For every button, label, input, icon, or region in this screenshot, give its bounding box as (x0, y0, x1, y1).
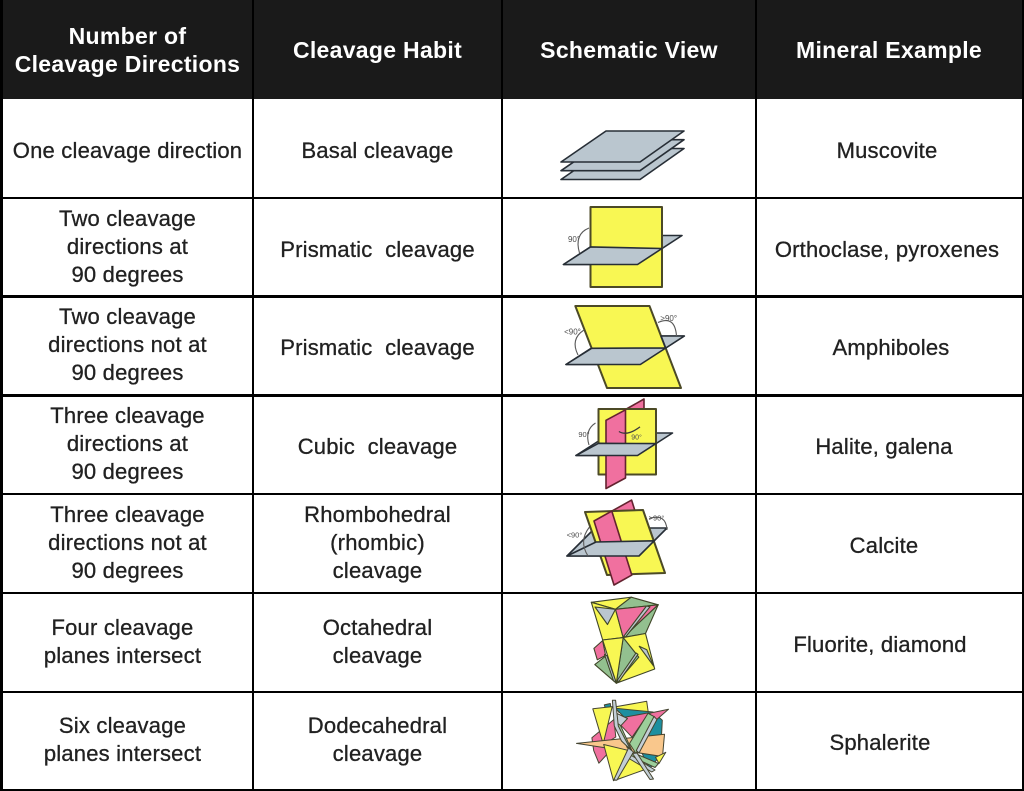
svg-text:90°: 90° (578, 430, 589, 439)
svg-text:>90°: >90° (660, 314, 677, 323)
svg-text:<90°: <90° (564, 328, 581, 337)
svg-text:<90°: <90° (567, 531, 583, 540)
svg-text:90°: 90° (631, 434, 642, 442)
svg-text:90°: 90° (568, 235, 580, 244)
svg-text:>90°: >90° (649, 514, 665, 523)
